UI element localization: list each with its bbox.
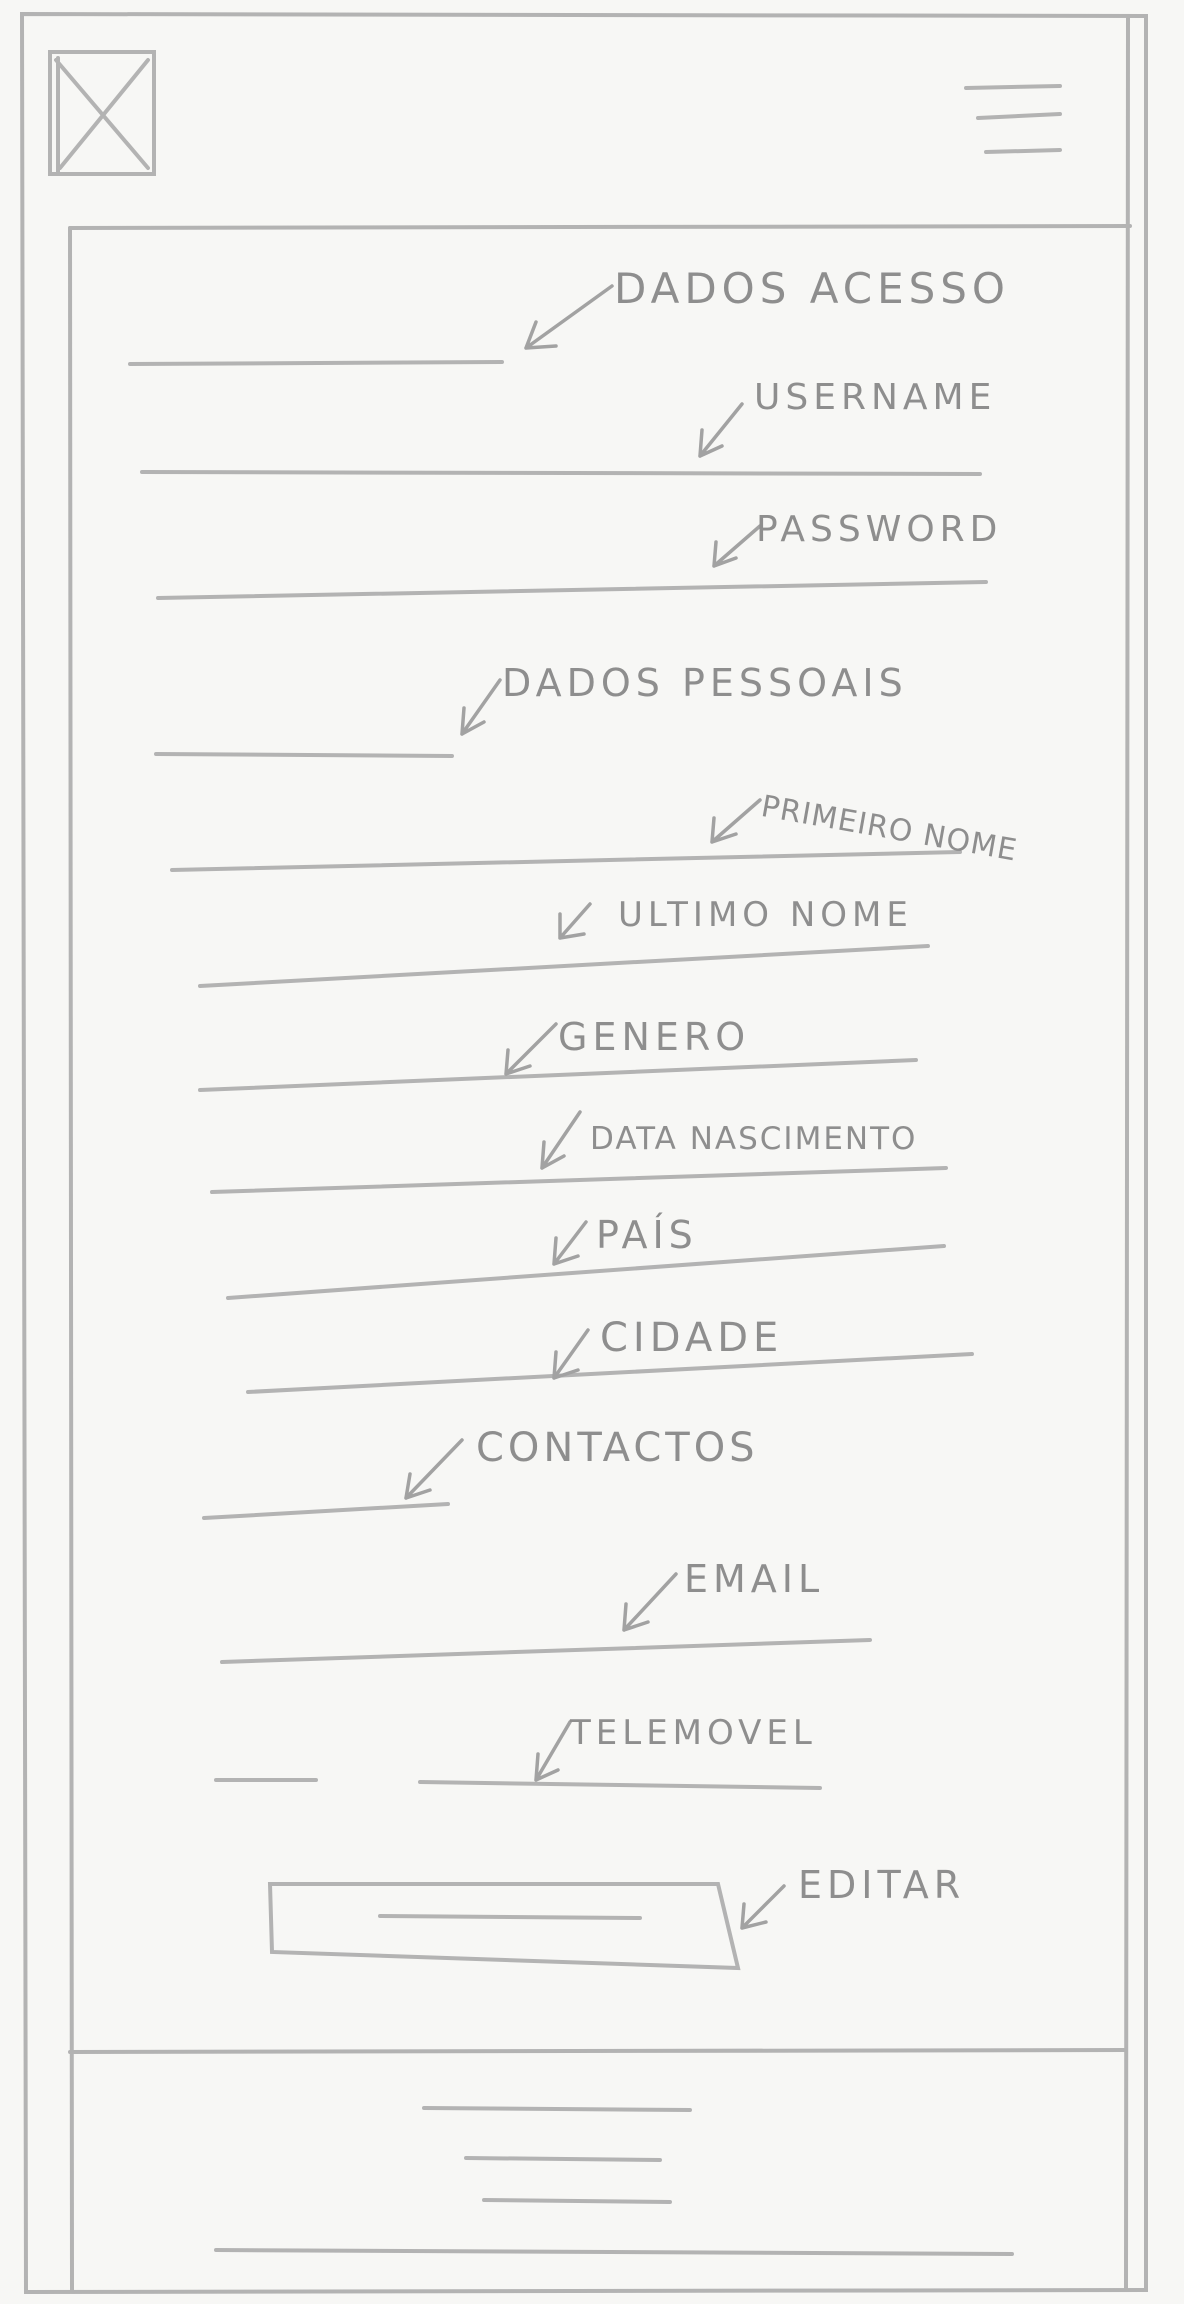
username-field[interactable]: [140, 470, 982, 476]
section-line-dados-pessoais: [154, 752, 454, 758]
pais-field[interactable]: [226, 1244, 946, 1300]
cidade-field[interactable]: [246, 1352, 974, 1394]
editar-button[interactable]: [267, 1882, 741, 1971]
label-username: USERNAME: [754, 377, 997, 418]
password-field[interactable]: [156, 580, 988, 600]
section-line-contactos: [202, 1502, 450, 1520]
telemovel-field[interactable]: [418, 1780, 822, 1790]
label-genero: GENERO: [558, 1015, 751, 1059]
label-dados-pessoais: DADOS PESSOAIS: [502, 661, 908, 705]
section-line-dados-acesso: [128, 360, 504, 366]
hamburger-menu-icon[interactable]: [964, 84, 1062, 154]
label-data-nascimento: DATA NASCIMENTO: [590, 1121, 918, 1157]
primeiro-nome-field[interactable]: [170, 850, 962, 872]
footer-lines: [214, 2106, 1014, 2256]
label-telemovel: TELEMOVEL: [570, 1713, 817, 1753]
data-nascimento-field[interactable]: [210, 1166, 948, 1194]
ultimo-nome-field[interactable]: [198, 944, 930, 988]
label-contactos: CONTACTOS: [476, 1425, 759, 1471]
email-field[interactable]: [220, 1638, 872, 1664]
phone-frame: [19, 11, 1148, 2295]
label-email: EMAIL: [684, 1557, 825, 1601]
label-cidade: CIDADE: [600, 1315, 784, 1361]
label-password: PASSWORD: [756, 509, 1003, 550]
annotation-arrows: [404, 284, 786, 1930]
label-editar: EDITAR: [798, 1863, 966, 1907]
label-ultimo-nome: ULTIMO NOME: [618, 895, 913, 935]
label-pais: PAÍS: [596, 1213, 698, 1257]
genero-field[interactable]: [198, 1058, 918, 1092]
label-dados-acesso: DADOS ACESSO: [614, 264, 1010, 313]
logo-placeholder-icon: [48, 50, 156, 176]
